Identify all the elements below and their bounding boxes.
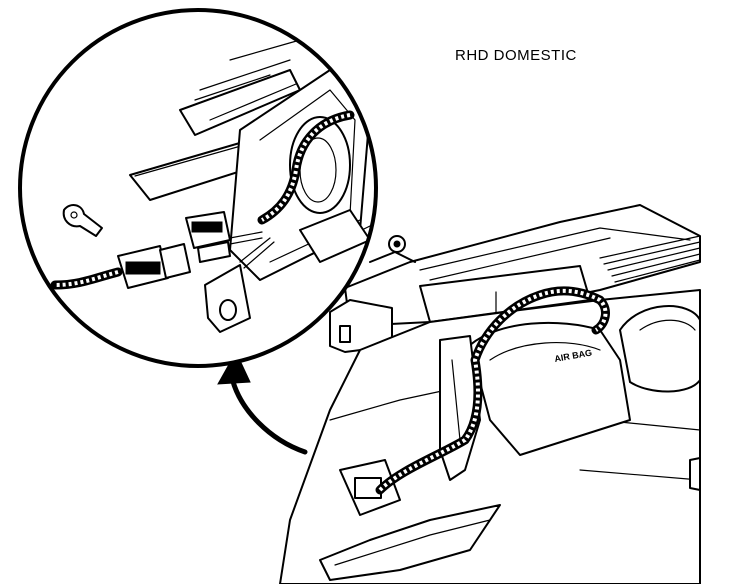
detail-inset [18,8,378,368]
instrument-panel: AIR BAG [279,204,701,584]
wiring-harness-dash [375,286,610,495]
detail-arrow [217,350,308,455]
diagram-heading: RHD DOMESTIC [455,47,577,64]
